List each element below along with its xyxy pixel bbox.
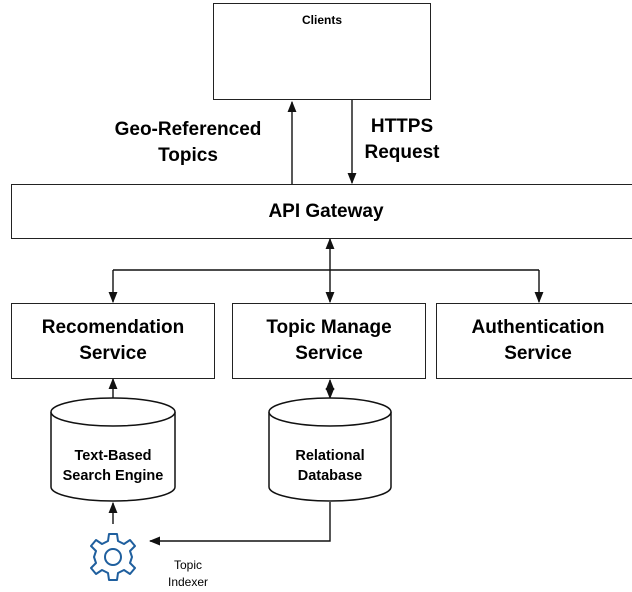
api-gateway-label: API Gateway bbox=[268, 200, 384, 222]
recommendation-service-label: Recomendation Service bbox=[41, 317, 185, 364]
clients-box: Clients bbox=[213, 3, 431, 100]
search-engine-label: Text-Based Search Engine bbox=[62, 448, 164, 484]
recommendation-service-box: Recomendation Service bbox=[11, 303, 215, 379]
api-gateway-box: API Gateway bbox=[11, 184, 632, 239]
topic-manage-service-label: Topic Manage Service bbox=[266, 317, 392, 364]
https-request-label: HTTPS Request bbox=[364, 116, 440, 163]
relational-db-label: Relational Database bbox=[295, 448, 365, 484]
search-engine-cylinder bbox=[50, 397, 176, 502]
clients-title: Clients bbox=[301, 13, 342, 27]
edge-db-to-indexer bbox=[148, 502, 331, 546]
gear-icon bbox=[90, 533, 136, 581]
relational-db-cylinder bbox=[268, 397, 392, 502]
geo-referenced-topics-label: Geo-Referenced Topics bbox=[114, 119, 262, 166]
authentication-service-label: Authentication Service bbox=[471, 317, 605, 364]
topic-indexer-label: Topic Indexer bbox=[167, 558, 209, 589]
topic-manage-service-box: Topic Manage Service bbox=[232, 303, 426, 379]
authentication-service-box: Authentication Service bbox=[436, 303, 632, 379]
